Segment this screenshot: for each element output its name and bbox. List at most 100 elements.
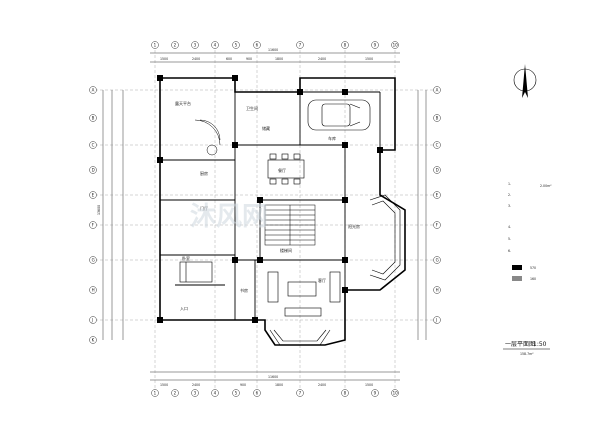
axis-label: 2 bbox=[174, 390, 177, 395]
axis-label: 7 bbox=[299, 390, 302, 395]
axis-label: 2 bbox=[174, 42, 177, 47]
dim-text: 1800 bbox=[275, 57, 283, 61]
axis-label: 4 bbox=[214, 42, 217, 47]
bottom-axis-text: 1 2 3 4 5 6 7 8 9 10 bbox=[154, 390, 399, 395]
dim-text: 600 bbox=[226, 57, 232, 61]
plan-area: 158.7m² bbox=[520, 352, 534, 356]
legend-swatch bbox=[512, 276, 522, 281]
axis-label: B bbox=[436, 115, 439, 120]
axis-label: 4 bbox=[214, 390, 217, 395]
dim-text: 900 bbox=[246, 57, 252, 61]
sofa-set bbox=[267, 271, 341, 317]
dim-text: 2400 bbox=[192, 57, 200, 61]
bottom-dim-texts: 1500 2400 900 1800 2400 1500 bbox=[160, 383, 373, 387]
legend-text: 2. bbox=[508, 193, 511, 197]
room-label-sunroom: 阳光房 bbox=[348, 223, 360, 229]
legend-text: 1. bbox=[508, 182, 511, 186]
axis-label: K bbox=[92, 337, 95, 342]
room-label-dining: 餐厅 bbox=[278, 167, 286, 173]
axis-label: F bbox=[436, 222, 439, 227]
axis-label: 6 bbox=[256, 390, 259, 395]
legend-text: 6. bbox=[508, 249, 511, 253]
room-label-entry: 入口 bbox=[180, 306, 188, 311]
top-dim-texts: 1500 2400 600 900 1800 2400 1500 bbox=[160, 57, 373, 61]
right-axis-text: A B C D E F G H J bbox=[435, 87, 439, 322]
axis-label: 5 bbox=[235, 42, 238, 47]
legend-text: 4. bbox=[508, 225, 511, 229]
interior-walls bbox=[160, 91, 381, 320]
legend-text: 5. bbox=[508, 237, 511, 241]
legend-text: 2.00m² bbox=[540, 184, 552, 188]
right-axis-bubbles bbox=[433, 86, 441, 324]
axis-label: 5 bbox=[235, 390, 238, 395]
curved-stair bbox=[194, 119, 221, 156]
axis-label: D bbox=[436, 167, 439, 172]
axis-label: 10 bbox=[393, 390, 399, 395]
watermark: 沐风网 bbox=[190, 202, 268, 232]
room-label-hall: 门厅 bbox=[200, 205, 208, 211]
room-label-bedroom: 卧室 bbox=[182, 255, 190, 261]
bed-symbol bbox=[179, 261, 213, 283]
axis-label: J bbox=[435, 317, 437, 322]
axis-label: 6 bbox=[256, 42, 259, 47]
axis-label: E bbox=[436, 192, 439, 197]
dim-text: 2400 bbox=[192, 383, 200, 387]
room-label-garage: 车库 bbox=[328, 135, 336, 141]
dim-text: 2400 bbox=[318, 383, 326, 387]
axis-label: A bbox=[436, 87, 439, 92]
bay-window bbox=[369, 194, 401, 281]
bottom-total-dim: 11600 bbox=[268, 375, 278, 379]
axis-label: 8 bbox=[344, 42, 347, 47]
axis-label: J bbox=[91, 317, 93, 322]
axis-label: 1 bbox=[154, 42, 157, 47]
room-label-kitchen: 厨房 bbox=[200, 170, 208, 176]
top-axis-text: 1 2 3 4 5 6 7 8 9 10 bbox=[154, 42, 399, 47]
dim-text: 900 bbox=[240, 383, 246, 387]
dim-text: 1500 bbox=[365, 383, 373, 387]
axis-label: G bbox=[436, 257, 439, 262]
room-label-bath: 卫生间 bbox=[246, 105, 258, 111]
bottom-bay bbox=[269, 329, 331, 346]
axis-label: 3 bbox=[194, 42, 197, 47]
dim-text: 1500 bbox=[160, 383, 168, 387]
stair-symbol bbox=[264, 204, 316, 246]
legend-notes: 1. 2. 3. 4. 5. 6. 2.00m² 570 160 bbox=[508, 182, 552, 281]
axis-label: 9 bbox=[374, 390, 377, 395]
columns bbox=[157, 75, 383, 323]
dim-text: 2400 bbox=[318, 57, 326, 61]
left-axis-text: A B C D E F G H J K bbox=[91, 87, 95, 342]
plan-scale: 1:50 bbox=[533, 341, 547, 348]
axis-label: H bbox=[92, 287, 95, 292]
dimension-lines bbox=[102, 52, 427, 381]
room-label-terrace: 露天平台 bbox=[175, 100, 191, 106]
legend-text: 160 bbox=[530, 277, 536, 281]
plan-title: 一层平面图 bbox=[505, 341, 535, 348]
axis-label: F bbox=[92, 222, 95, 227]
axis-label: C bbox=[92, 142, 95, 147]
dim-text: 1500 bbox=[365, 57, 373, 61]
axis-label: A bbox=[92, 87, 95, 92]
left-total-dim: 13600 bbox=[97, 205, 101, 215]
legend-text: 570 bbox=[530, 266, 536, 270]
room-label-storage: 储藏 bbox=[262, 125, 270, 131]
legend-text: 3. bbox=[508, 204, 511, 208]
axis-label: G bbox=[92, 257, 95, 262]
dim-text: 1500 bbox=[160, 57, 168, 61]
legend-swatch bbox=[512, 265, 522, 270]
axis-label: 9 bbox=[374, 42, 377, 47]
axis-label: 3 bbox=[194, 390, 197, 395]
dim-text: 1800 bbox=[275, 383, 283, 387]
axis-label: 8 bbox=[344, 390, 347, 395]
room-label-living: 客厅 bbox=[318, 277, 326, 283]
north-arrow-icon bbox=[513, 64, 537, 98]
top-axis-bubbles bbox=[151, 41, 399, 49]
car-symbol bbox=[307, 99, 371, 131]
room-label-study: 书房 bbox=[240, 287, 248, 293]
left-axis-bubbles bbox=[89, 86, 97, 344]
dining-table bbox=[267, 153, 305, 185]
axis-label: 10 bbox=[393, 42, 399, 47]
bottom-axis-bubbles bbox=[151, 389, 399, 397]
axis-label: 1 bbox=[154, 390, 157, 395]
